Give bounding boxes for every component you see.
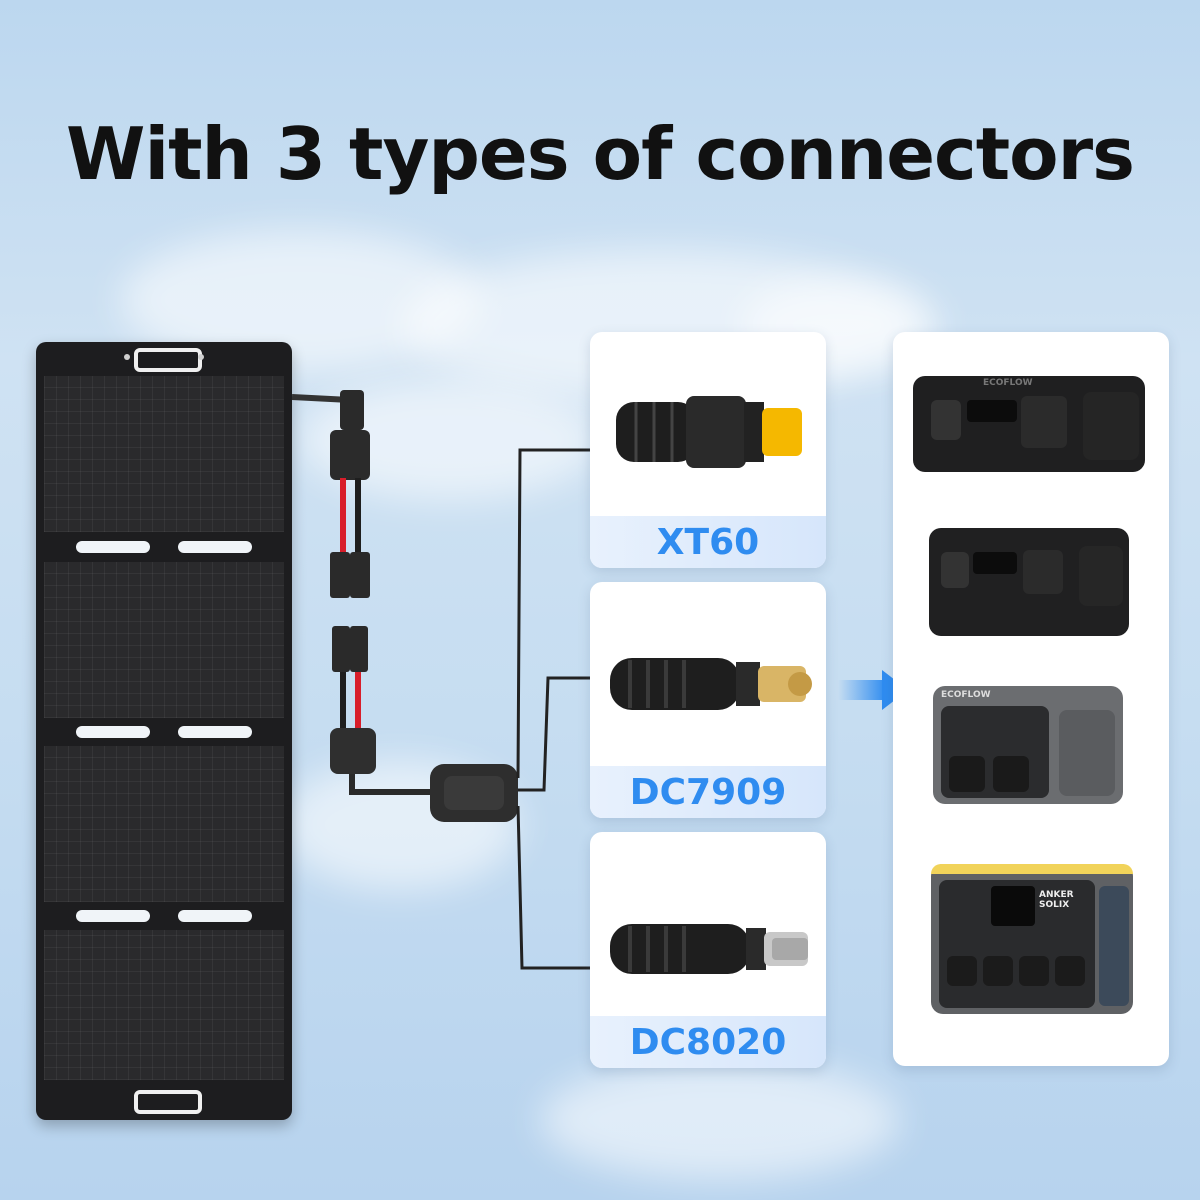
strap-slot — [76, 726, 150, 738]
solar-cell-section — [44, 746, 284, 902]
strap-slot — [76, 910, 150, 922]
power-station-2 — [929, 528, 1129, 636]
power-station-4: ANKER SOLIX — [931, 864, 1133, 1014]
xt60-connector-icon — [616, 396, 802, 468]
dc7909-connector-icon — [610, 658, 812, 710]
strap-slot — [178, 541, 252, 553]
strap-slot — [76, 541, 150, 553]
handle-bottom — [134, 1090, 202, 1114]
connector-label-dc7909: DC7909 — [590, 766, 826, 818]
cloud — [540, 1060, 900, 1180]
power-station-3: ECOFLOW — [933, 686, 1123, 804]
solar-panel — [36, 342, 292, 1120]
solar-cell-section — [44, 376, 284, 532]
handle-top — [134, 348, 202, 372]
solar-cell-section — [44, 562, 284, 718]
rivet — [198, 354, 204, 360]
solar-cell-section — [44, 930, 284, 1080]
strap-slot — [178, 910, 252, 922]
rivet — [124, 354, 130, 360]
device-brand-logo: ECOFLOW — [983, 378, 1033, 388]
connector-label-xt60: XT60 — [590, 516, 826, 568]
page-title: With 3 types of connectors — [66, 112, 1135, 196]
connector-card-xt60: XT60 — [590, 332, 826, 568]
connector-card-dc7909: DC7909 — [590, 582, 826, 818]
connector-label-dc8020: DC8020 — [590, 1016, 826, 1068]
strap-slot — [178, 726, 252, 738]
compatible-devices-card: ECOFLOW ECOFLOW ANKER SOLIX — [893, 332, 1169, 1066]
power-station-1: ECOFLOW — [913, 376, 1145, 472]
dc8020-connector-icon — [610, 924, 808, 974]
connector-card-dc8020: DC8020 — [590, 832, 826, 1068]
device-brand-logo: ANKER SOLIX — [1039, 890, 1074, 910]
device-brand-logo: ECOFLOW — [941, 690, 991, 700]
